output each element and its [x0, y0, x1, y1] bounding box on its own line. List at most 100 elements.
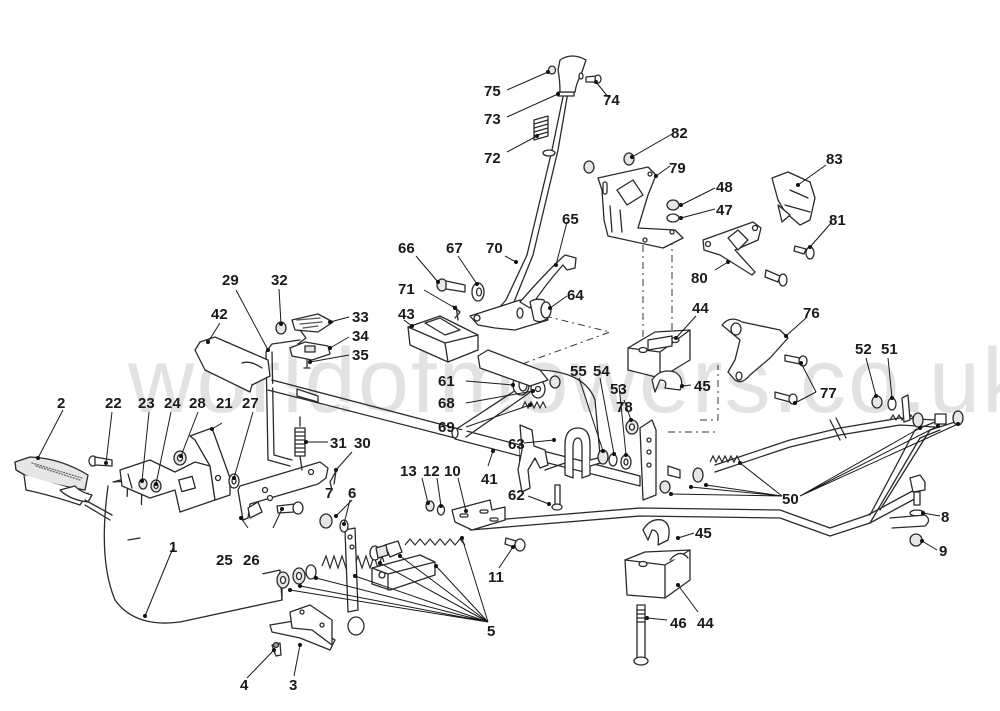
part-9-nut[interactable]: [909, 533, 923, 547]
part-48-nut[interactable]: [666, 199, 680, 211]
callout-42: 42: [211, 306, 228, 323]
part-46-bolt[interactable]: [633, 604, 649, 666]
callout-48: 48: [716, 179, 733, 196]
part-82-nut[interactable]: [623, 152, 635, 166]
leader-dots: [36, 70, 960, 652]
callout-1: 1: [169, 539, 177, 556]
vertical-bracket[interactable]: [639, 419, 657, 501]
linkage-plate[interactable]: [889, 514, 930, 529]
part-3-pivot-bracket[interactable]: [269, 604, 336, 651]
callout-41: 41: [481, 471, 498, 488]
part-67-washer[interactable]: [471, 282, 485, 302]
callout-45-lower: 45: [695, 525, 712, 542]
callout-63: 63: [508, 436, 525, 453]
callout-83: 83: [826, 151, 843, 168]
part-35-screw[interactable]: [303, 359, 311, 369]
part-83-switch[interactable]: [771, 171, 816, 226]
callout-65: 65: [562, 211, 579, 228]
callout-78: 78: [616, 399, 633, 416]
part-65-arm[interactable]: [519, 254, 577, 309]
collar[interactable]: [542, 149, 556, 157]
part-54-washer[interactable]: [608, 453, 618, 467]
part-53-washer[interactable]: [620, 454, 632, 470]
callout-77: 77: [820, 385, 837, 402]
callout-50: 50: [782, 491, 799, 508]
part-75-screw[interactable]: [547, 65, 557, 75]
part-31-spring[interactable]: [294, 416, 306, 471]
part-79-bracket[interactable]: [597, 166, 684, 249]
callout-72: 72: [484, 150, 501, 167]
part-34-bracket[interactable]: [289, 341, 331, 361]
callout-70: 70: [486, 240, 503, 257]
part-76-bracket[interactable]: [721, 318, 789, 383]
callout-23: 23: [138, 395, 155, 412]
callout-44-lower: 44: [697, 615, 714, 632]
part-25-plate[interactable]: [237, 461, 329, 521]
callout-73: 73: [484, 111, 501, 128]
part-30-cotter-pin[interactable]: [329, 470, 337, 491]
callout-35: 35: [352, 347, 369, 364]
part-27-washer[interactable]: [228, 473, 240, 489]
upper-plate-55[interactable]: [477, 349, 601, 456]
part-45-clamp-upper[interactable]: [651, 370, 683, 393]
part-21-bracket[interactable]: [119, 427, 231, 513]
nut-near-68[interactable]: [549, 375, 561, 389]
callout-32: 32: [271, 272, 288, 289]
part-69-spring[interactable]: [521, 400, 547, 410]
part-78-nut[interactable]: [625, 419, 639, 435]
callout-4: 4: [240, 677, 249, 694]
part-72-spring[interactable]: [533, 115, 549, 141]
callout-74: 74: [603, 92, 620, 109]
part-41-shaft[interactable]: [267, 379, 641, 487]
part-5-hardware-set[interactable]: [276, 527, 466, 636]
callout-69: 69: [438, 419, 455, 436]
part-2-pedal-pad[interactable]: [14, 456, 113, 521]
part-47-washer[interactable]: [666, 213, 680, 223]
callout-54: 54: [593, 363, 610, 380]
part-62-bolt[interactable]: [551, 484, 563, 511]
part-8-clevis[interactable]: [909, 474, 926, 517]
callout-13: 13: [400, 463, 417, 480]
callout-9: 9: [939, 543, 947, 560]
bolt-near-80[interactable]: [764, 269, 788, 287]
callout-51: 51: [881, 341, 898, 358]
part-80-bracket[interactable]: [702, 221, 762, 276]
part-45-clamp-lower[interactable]: [642, 519, 670, 546]
lower-rod[interactable]: [469, 487, 921, 537]
callout-30: 30: [354, 435, 371, 452]
part-63-lever[interactable]: [517, 424, 549, 493]
part-10-plate[interactable]: [451, 499, 506, 531]
callout-31: 31: [330, 435, 347, 452]
callout-81: 81: [829, 212, 846, 229]
callout-43: 43: [398, 306, 415, 323]
nut-near-79[interactable]: [583, 160, 595, 174]
part-22-bolt[interactable]: [88, 455, 113, 467]
callout-25: 25: [216, 552, 233, 569]
callout-labels: 1 2 3 4 5 6 7 8 9 10 11 12 13 21 22 23 2…: [57, 83, 949, 694]
callout-44-upper: 44: [692, 300, 709, 317]
part-4-bolt[interactable]: [271, 641, 282, 657]
part-33-pad[interactable]: [291, 313, 334, 345]
part-43-block[interactable]: [407, 315, 479, 363]
callout-71: 71: [398, 281, 415, 298]
part-7-nut[interactable]: [319, 513, 333, 529]
callout-62: 62: [508, 487, 525, 504]
callout-47: 47: [716, 202, 733, 219]
part-28-nut[interactable]: [173, 450, 187, 466]
knob[interactable]: [557, 55, 587, 93]
part-64-roller[interactable]: [529, 298, 552, 323]
part-42-pedal-pad[interactable]: [194, 336, 271, 393]
part-52-nut[interactable]: [871, 395, 883, 409]
part-44-block-lower[interactable]: [624, 549, 691, 599]
part-11-bolt[interactable]: [504, 537, 526, 552]
callout-24: 24: [164, 395, 181, 412]
callout-52: 52: [855, 341, 872, 358]
callout-75: 75: [484, 83, 501, 100]
part-77-bolt-a[interactable]: [784, 354, 808, 367]
part-70-lever-rod[interactable]: [489, 90, 569, 323]
callout-79: 79: [669, 160, 686, 177]
part-66-bolt[interactable]: [436, 278, 466, 293]
callout-82: 82: [671, 125, 688, 142]
callout-27: 27: [242, 395, 259, 412]
